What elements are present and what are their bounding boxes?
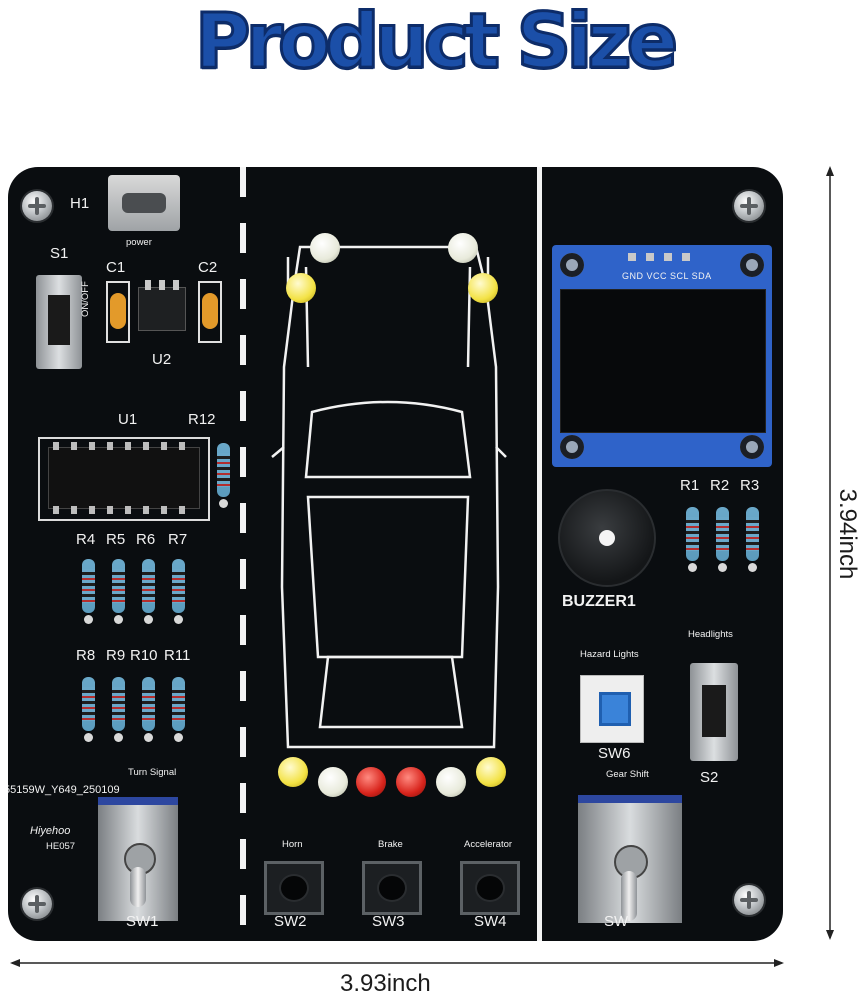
page-title: Product Size [193,0,679,87]
label-sw1: SW1 [126,913,159,930]
label-oled-pins: GND VCC SCL SDA [622,271,712,281]
label-h1: H1 [70,195,90,212]
label-c2: C2 [198,259,218,276]
resistor-r12 [217,443,230,508]
resistor-r6 [142,559,155,624]
resistor-r3 [746,507,759,572]
car-outline [271,245,507,749]
mcu-chip-u1 [38,437,210,521]
label-r1: R1 [680,477,700,494]
oled-screen [560,289,766,433]
led-reverse-right [436,767,466,797]
label-model: HE057 [46,841,76,852]
label-r7: R7 [168,531,188,548]
label-sw6: SW6 [598,745,631,762]
brake-button-sw3[interactable] [362,861,422,915]
label-c1: C1 [106,259,126,276]
label-horn: Horn [282,839,303,850]
power-switch-s1[interactable] [36,275,82,369]
label-r10: R10 [130,647,158,664]
label-sw4: SW4 [474,913,507,930]
led-front-signal-right [468,273,498,303]
width-dimension: 3.93inch [340,970,431,997]
led-brake-right [396,767,426,797]
accelerator-button-sw4[interactable] [460,861,520,915]
led-rear-signal-left [278,757,308,787]
led-rear-signal-right [476,757,506,787]
label-r5: R5 [106,531,126,548]
led-headlight-left [310,233,340,263]
screw-top-right [734,191,764,221]
label-s1: S1 [50,245,69,262]
label-u1: U1 [118,411,138,428]
label-accelerator: Accelerator [464,839,513,850]
resistor-r2 [716,507,729,572]
resistor-r5 [112,559,125,624]
resistor-r11 [172,677,185,742]
label-u2: U2 [152,351,172,368]
label-r11: R11 [164,647,191,664]
label-r3: R3 [740,477,760,494]
label-sw3: SW3 [372,913,405,930]
label-r2: R2 [710,477,730,494]
horn-button-sw2[interactable] [264,861,324,915]
regulator-u2 [138,280,186,331]
label-r9: R9 [106,647,126,664]
buzzer [558,489,656,587]
oled-display-module: GND VCC SCL SDA [552,245,772,467]
label-buzzer: BUZZER1 [562,593,636,610]
label-r4: R4 [76,531,96,548]
label-serial: 55159W_Y649_250109 [8,784,120,796]
road-dashes-left [240,167,246,941]
brand-logo: Hiyehoo [30,825,71,837]
resistor-r1 [686,507,699,572]
label-s2: S2 [700,769,719,786]
label-r6: R6 [136,531,156,548]
label-power: power [126,237,152,248]
capacitor-c1 [106,281,130,343]
label-sw2: SW2 [274,913,307,930]
resistor-r7 [172,559,185,624]
resistor-r10 [142,677,155,742]
screw-bottom-left [22,889,52,919]
label-onoff: ON/OFF [80,281,91,317]
label-turn-signal: Turn Signal [128,767,177,778]
screw-bottom-right [734,885,764,915]
usb-power-port[interactable] [108,175,180,231]
label-r12: R12 [188,411,216,428]
screw-top-left [22,191,52,221]
led-reverse-left [318,767,348,797]
resistor-r9 [112,677,125,742]
label-gear-shift: Gear Shift [606,769,649,780]
label-brake: Brake [378,839,403,850]
pcb-board: H1 power S1 ON/OFF C1 C2 U2 U1 R12 R4 R5… [8,167,783,941]
label-sw5: SW [604,913,629,930]
resistor-r4 [82,559,95,624]
led-front-signal-left [286,273,316,303]
label-headlights: Headlights [688,629,733,640]
led-headlight-right [448,233,478,263]
led-brake-left [356,767,386,797]
capacitor-c2 [198,281,222,343]
turn-signal-toggle-sw1[interactable] [98,797,178,921]
resistor-r8 [82,677,95,742]
gear-shift-toggle-sw5[interactable] [578,795,682,923]
headlights-switch-s2[interactable] [690,663,738,761]
road-line-right [537,167,542,941]
label-hazard-lights: Hazard Lights [580,649,639,660]
label-r8: R8 [76,647,96,664]
hazard-lights-button-sw6[interactable] [580,675,644,743]
height-dimension: 3.94inch [834,488,861,580]
